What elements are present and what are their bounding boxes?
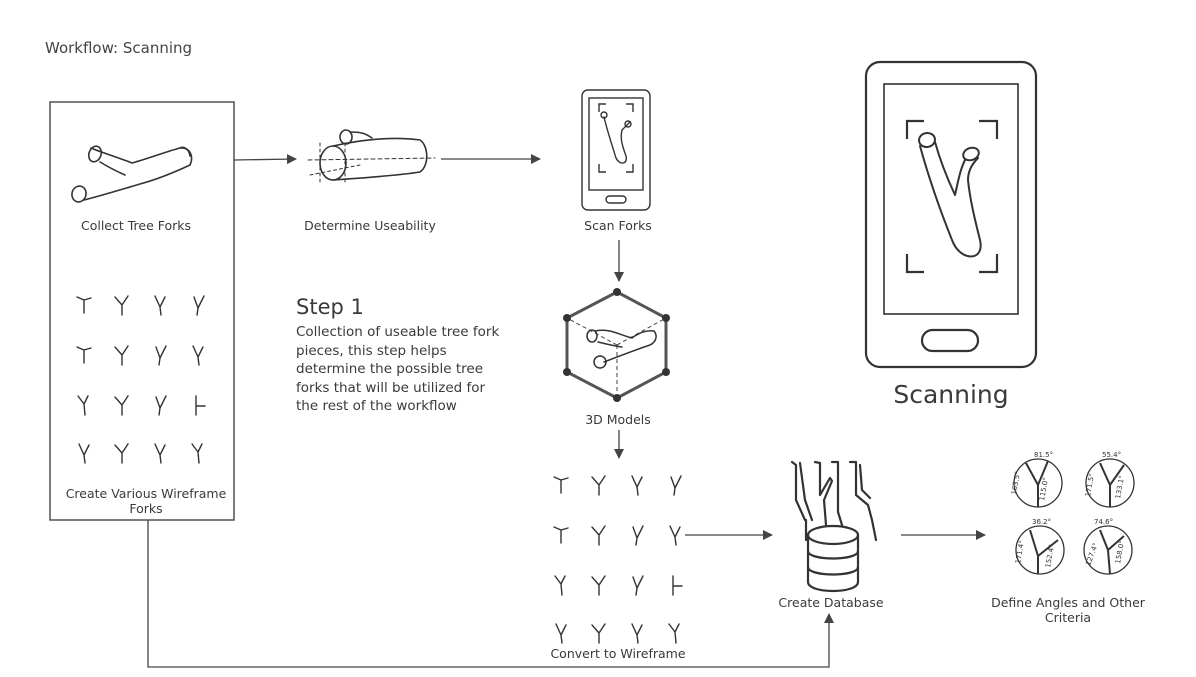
angle-label: 74.6° <box>1094 518 1113 526</box>
angle-diagrams: 81.5° 163.5° 115.0° 55.4° 171.5° 133.1° … <box>1010 451 1135 575</box>
determine-useability-label: Determine Useability <box>304 218 436 233</box>
angle-diagram-4: 74.6° 127.4° 158.0° <box>1083 518 1133 575</box>
collect-panel <box>49 101 235 521</box>
scanning-title: Scanning <box>893 380 1009 409</box>
create-database-label: Create Database <box>778 595 884 610</box>
arrow-collect-to-useability <box>233 154 297 165</box>
angle-label: 171.5° <box>1084 473 1096 498</box>
angle-label: 115.0° <box>1038 477 1050 502</box>
angle-label: 81.5° <box>1034 451 1053 459</box>
define-angles-label: Define Angles and Other Criteria <box>991 595 1145 625</box>
angle-diagram-3: 36.2° 171.4° 152.4° <box>1014 518 1065 575</box>
phone-scan-icon <box>581 89 651 211</box>
angle-diagram-2: 55.4° 171.5° 133.1° <box>1084 451 1135 508</box>
step-description: Collection of useable tree fork pieces, … <box>296 324 500 414</box>
angle-label: 171.4° <box>1014 540 1026 565</box>
3d-models-label: 3D Models <box>585 412 651 427</box>
angle-diagram-1: 81.5° 163.5° 115.0° <box>1010 451 1063 508</box>
convert-to-wireframe-label: Convert to Wireframe <box>550 646 686 661</box>
arrow-wireframe-forks-to-database <box>147 520 834 668</box>
collect-tree-forks-label: Collect Tree Forks <box>80 218 192 233</box>
log-measure-icon <box>307 129 436 186</box>
angle-label: 36.2° <box>1032 518 1051 526</box>
create-wireframe-forks-label: Create Various Wireframe Forks <box>65 486 227 516</box>
tree-fork-icon <box>71 145 193 203</box>
angle-label: 152.4° <box>1044 544 1056 569</box>
scan-forks-label: Scan Forks <box>584 218 652 233</box>
phone-scanning-large-icon <box>864 60 1038 369</box>
angle-label: 163.5° <box>1010 471 1022 496</box>
step-heading: Step 1 <box>296 295 364 319</box>
angle-label: 55.4° <box>1102 451 1121 459</box>
angle-label: 158.0° <box>1114 540 1126 565</box>
wireframe-forks-grid-left <box>77 296 205 463</box>
wireframe-forks-grid-center <box>554 476 682 643</box>
angle-label: 133.1° <box>1114 475 1126 500</box>
angle-label: 127.4° <box>1084 542 1100 567</box>
workflow-title: Workflow: Scanning <box>45 39 193 57</box>
database-icon <box>790 460 878 592</box>
3d-model-cube-icon <box>563 288 670 402</box>
